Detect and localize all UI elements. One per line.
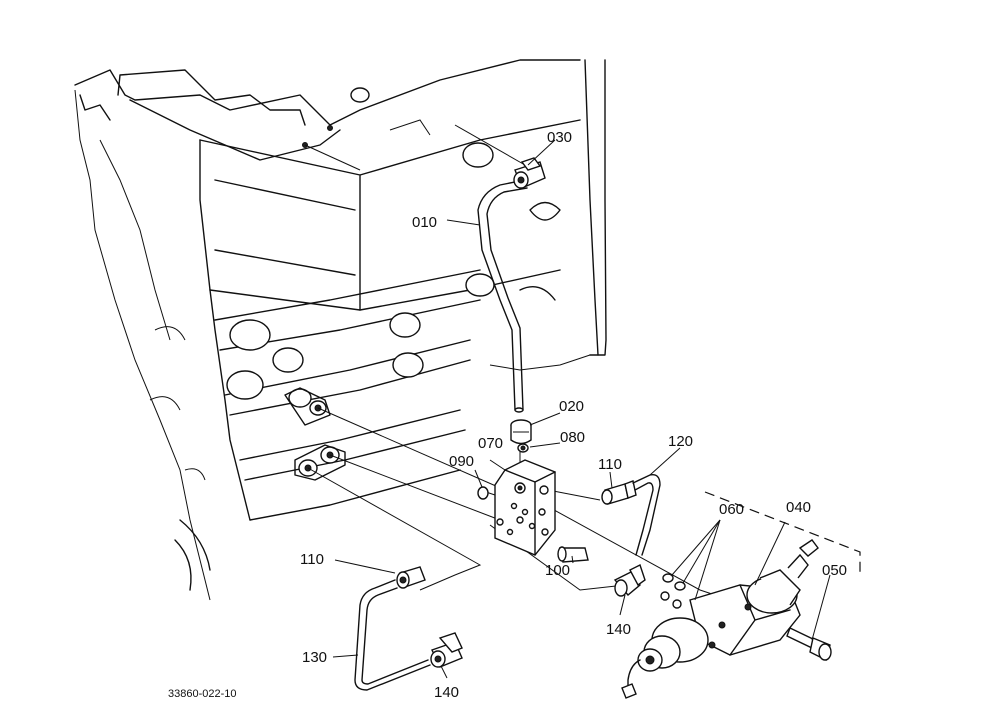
callout-040: 040 [786, 499, 811, 516]
callout-090: 090 [449, 453, 474, 470]
pipe-010 [477, 179, 528, 413]
pipe-130 [354, 579, 431, 691]
elbow-fitting-140-left [430, 632, 463, 668]
elbow-fitting-030 [513, 157, 546, 189]
callout-120: 120 [668, 433, 693, 450]
callout-070: 070 [478, 435, 503, 452]
callout-140-left: 140 [434, 684, 459, 701]
fitting-110-left [396, 566, 426, 589]
callout-030: 030 [547, 129, 572, 146]
callout-140-right: 140 [606, 621, 631, 638]
drawing-code: 33860-022-10 [168, 688, 237, 700]
transmission-housing [74, 59, 607, 601]
callout-080: 080 [560, 429, 585, 446]
o-ring-090 [477, 486, 489, 500]
callout-010: 010 [412, 214, 437, 231]
o-rings-060 [660, 573, 686, 609]
callout-110-left: 110 [300, 551, 324, 568]
callout-020: 020 [559, 398, 584, 415]
elbow-fitting-140-right [613, 564, 646, 597]
callout-130: 130 [302, 649, 327, 666]
callout-050: 050 [822, 562, 847, 579]
callout-060: 060 [719, 501, 744, 518]
callout-110-right: 110 [598, 456, 622, 473]
valve-block-070 [494, 459, 556, 556]
pipe-120 [632, 474, 661, 556]
fitting-110-right [601, 480, 637, 505]
callout-leaders [332, 139, 831, 679]
bolt-050 [786, 627, 832, 662]
callout-100: 100 [545, 562, 570, 579]
plug-100 [557, 546, 589, 563]
fitting-020 [510, 419, 532, 453]
solenoid-valve-040 [621, 539, 819, 699]
